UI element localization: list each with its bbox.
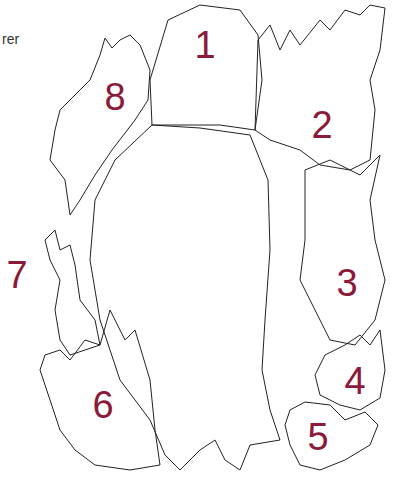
callout-number: 5 — [307, 418, 328, 456]
region-outline — [150, 5, 262, 130]
region-outline — [40, 310, 160, 470]
callout-number: 8 — [104, 78, 125, 116]
callout-number: 3 — [336, 264, 357, 302]
region-outline — [255, 5, 385, 170]
region-outline — [285, 402, 378, 470]
callout-number: 2 — [311, 106, 332, 144]
region-outline — [90, 125, 280, 470]
cut-text: rer — [2, 32, 19, 46]
region-outline — [315, 330, 385, 410]
region-outline — [50, 35, 150, 215]
callout-number: 7 — [6, 256, 27, 294]
region-outline — [300, 155, 385, 345]
callout-number: 4 — [344, 362, 365, 400]
callout-number: 1 — [194, 26, 215, 64]
callout-number: 6 — [92, 386, 113, 424]
region-outline — [45, 230, 100, 355]
